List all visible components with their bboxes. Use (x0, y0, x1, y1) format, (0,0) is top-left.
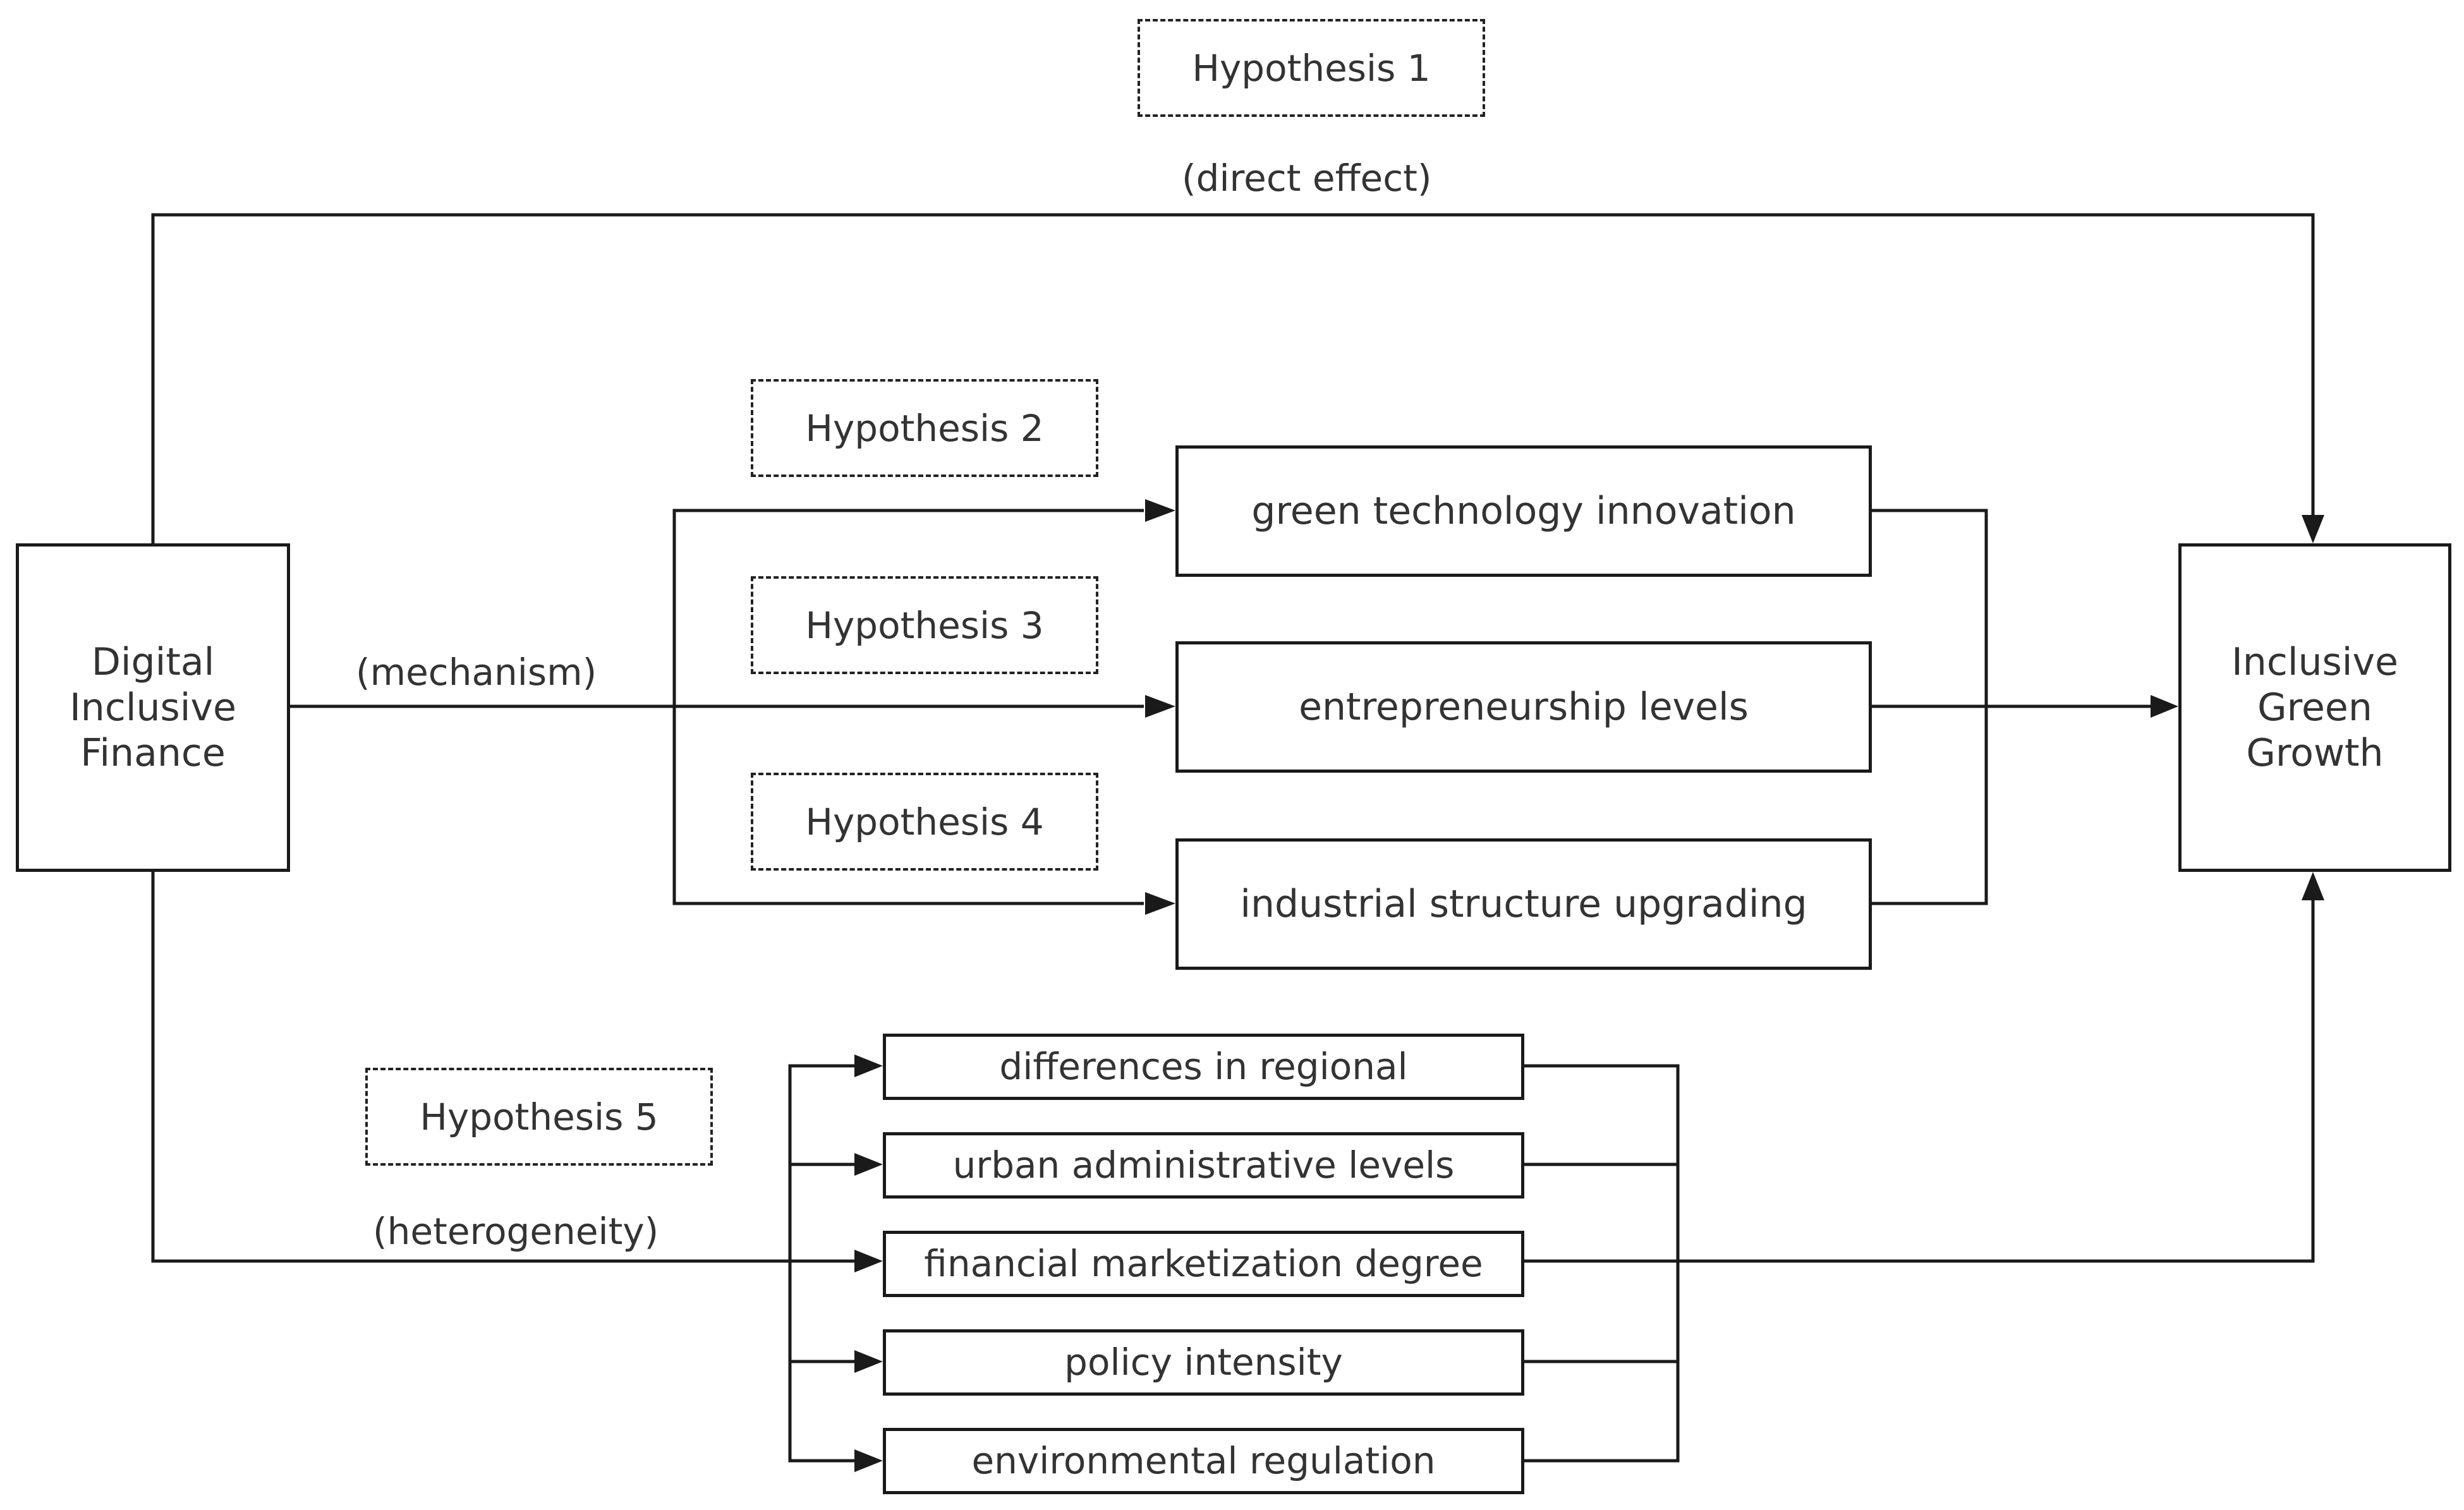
hypothesis-4-label: Hypothesis 4 (751, 773, 1098, 871)
heterogeneity-regional-differences: differences in regional (883, 1034, 1524, 1100)
heterogeneity-environmental-regulation: environmental regulation (883, 1428, 1524, 1494)
heterogeneity-output-line (1523, 885, 2315, 1263)
digital-inclusive-finance-node: Digital Inclusive Finance (16, 543, 290, 872)
heterogeneity-merge (1523, 1064, 1680, 1463)
mediator-industrial-structure-upgrading: industrial structure upgrading (1175, 838, 1872, 970)
heterogeneity-urban-administrative-levels: urban administrative levels (883, 1132, 1524, 1199)
heterogeneity-bracket (788, 1064, 859, 1463)
inclusive-green-growth-node: Inclusive Green Growth (2178, 543, 2451, 872)
heterogeneity-policy-intensity: policy intensity (883, 1329, 1524, 1396)
arrowhead-entrepreneurship (1145, 695, 1175, 718)
mechanism-bracket (672, 509, 1144, 905)
mediator-green-technology-innovation: green technology innovation (1175, 445, 1872, 577)
heterogeneity-financial-marketization-degree: financial marketization degree (883, 1231, 1524, 1297)
arrowhead-het-2 (854, 1153, 883, 1176)
arrowhead-industrial (1145, 892, 1175, 915)
arrowhead-green-tech (1145, 499, 1175, 522)
heterogeneity-path (151, 871, 859, 1263)
arrowhead-het-4 (854, 1350, 883, 1373)
hypothesis-5-label: Hypothesis 5 (365, 1068, 713, 1166)
arrowhead-het-1 (854, 1054, 883, 1077)
arrowhead-het-5 (854, 1449, 883, 1472)
arrowhead-heterogeneity-out (2302, 872, 2324, 900)
direct-effect-path (151, 213, 2315, 543)
mechanism-label: (mechanism) (356, 651, 597, 694)
direct-effect-label: (direct effect) (1182, 157, 1432, 200)
hypothesis-2-label: Hypothesis 2 (751, 379, 1098, 477)
hypothesis-3-label: Hypothesis 3 (751, 576, 1098, 674)
mediator-entrepreneurship-levels: entrepreneurship levels (1175, 641, 1872, 773)
arrowhead-mechanism-out (2151, 695, 2178, 718)
arrowhead-het-3 (854, 1250, 883, 1272)
arrowhead-direct (2302, 515, 2324, 543)
heterogeneity-label: (heterogeneity) (373, 1210, 659, 1253)
hypothesis-1-label: Hypothesis 1 (1138, 19, 1485, 117)
